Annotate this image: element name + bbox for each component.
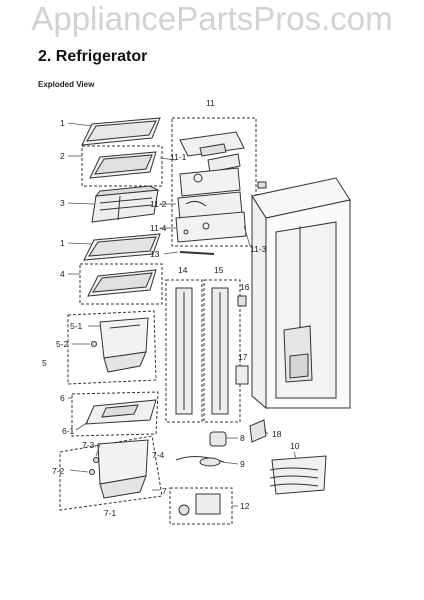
panel-11-3 bbox=[175, 211, 247, 243]
group-box-14 bbox=[165, 279, 203, 423]
group-box-7 bbox=[59, 435, 163, 511]
label-14: 14 bbox=[178, 265, 188, 275]
drawer-5-1 bbox=[99, 317, 149, 373]
group-box-5 bbox=[67, 310, 157, 385]
label-8: 8 bbox=[240, 433, 245, 443]
drawer-cover-6 bbox=[85, 399, 157, 425]
shelf-4 bbox=[87, 269, 157, 297]
part-13 bbox=[179, 251, 215, 255]
page-subtitle: Exploded View bbox=[38, 80, 95, 89]
label-10: 10 bbox=[290, 441, 300, 451]
label-7-4: 7-4 bbox=[152, 450, 165, 460]
refrigerator-cabinet bbox=[251, 177, 351, 410]
label-11: 11 bbox=[206, 98, 215, 108]
part-10 bbox=[269, 455, 327, 495]
shelf-1-second bbox=[83, 233, 161, 261]
group-box-4 bbox=[79, 263, 163, 305]
shelf-1-top bbox=[81, 117, 161, 146]
label-5-1: 5-1 bbox=[70, 321, 83, 331]
fan-assembly-11-1 bbox=[179, 153, 241, 197]
label-1a: 1 bbox=[60, 118, 65, 128]
part-17 bbox=[235, 365, 249, 385]
label-13: 13 bbox=[150, 249, 160, 259]
cover-11 bbox=[179, 131, 245, 157]
label-11-2: 11-2 bbox=[150, 199, 167, 209]
label-4: 4 bbox=[60, 269, 65, 279]
label-6: 6 bbox=[60, 393, 65, 403]
label-7-2: 7-2 bbox=[52, 466, 65, 476]
drawer-7-1 bbox=[97, 439, 149, 499]
label-15: 15 bbox=[214, 265, 224, 275]
watermark: AppliancePartsPros.com bbox=[31, 0, 393, 37]
shelf-2 bbox=[89, 151, 157, 179]
part-7-3 bbox=[93, 457, 99, 463]
part-12-box bbox=[195, 493, 221, 515]
label-11-4: 11-4 bbox=[150, 223, 167, 233]
tray-3 bbox=[91, 185, 160, 223]
part-7-2 bbox=[89, 469, 95, 475]
part-18 bbox=[249, 419, 267, 443]
group-box-2 bbox=[81, 145, 163, 187]
label-18: 18 bbox=[272, 429, 282, 439]
part-12-cap bbox=[178, 504, 190, 516]
label-1b: 1 bbox=[60, 238, 65, 248]
label-12: 12 bbox=[240, 501, 250, 511]
label-7-1: 7-1 bbox=[104, 508, 117, 518]
part-9 bbox=[175, 456, 225, 467]
label-3: 3 bbox=[60, 198, 65, 208]
group-box-15 bbox=[203, 279, 241, 423]
label-7: 7 bbox=[162, 486, 167, 496]
label-2: 2 bbox=[60, 151, 65, 161]
part-5-2 bbox=[91, 341, 97, 347]
part-16 bbox=[237, 295, 247, 307]
label-5-2: 5-2 bbox=[56, 339, 69, 349]
group-box-11 bbox=[171, 117, 257, 247]
label-17: 17 bbox=[238, 352, 248, 362]
label-11-1: 11-1 bbox=[170, 152, 187, 162]
page-title: 2. Refrigerator bbox=[38, 48, 148, 65]
part-8 bbox=[209, 431, 227, 447]
label-11-3: 11-3 bbox=[250, 244, 267, 254]
label-6-1: 6-1 bbox=[62, 426, 75, 436]
label-16: 16 bbox=[240, 282, 250, 292]
label-7-3: 7-3 bbox=[82, 440, 95, 450]
group-box-6 bbox=[71, 391, 159, 437]
label-9: 9 bbox=[240, 459, 245, 469]
label-5: 5 bbox=[42, 358, 47, 368]
